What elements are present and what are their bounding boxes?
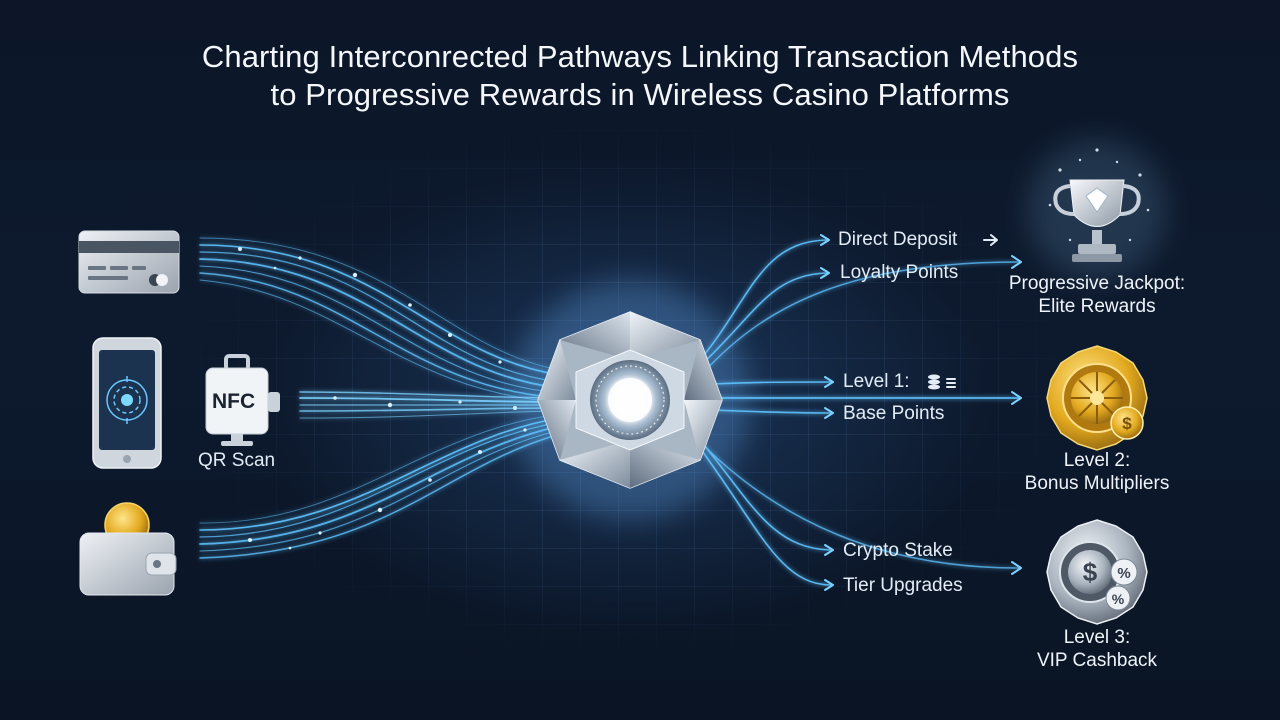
crypto-wallet-icon <box>79 502 177 596</box>
wallet-flow-bundle <box>199 413 561 559</box>
title-line-1: Charting Interconrected Pathways Linking… <box>201 39 1079 74</box>
jackpot-title: Progressive Jackpot: <box>1008 273 1186 294</box>
silver-badge-icon: $ % % <box>1046 519 1148 625</box>
svg-text:%: % <box>1112 591 1125 607</box>
reward-level-3: Level 3: VIP Cashback <box>977 626 1217 672</box>
qr-scan-label: QR Scan <box>198 450 276 471</box>
pathway-loyalty-points: Loyalty Points <box>840 262 959 283</box>
jackpot-subtitle: Elite Rewards <box>1038 296 1156 317</box>
coin-stack-icon <box>928 374 956 390</box>
page-title: Charting Interconrected Pathways Linking… <box>0 38 1280 114</box>
trophy-icon <box>1027 140 1167 280</box>
pathway-direct-deposit: Direct Deposit <box>838 229 958 250</box>
reward-level-2: Level 2: Bonus Multipliers <box>977 449 1217 495</box>
gold-badge-icon: $ <box>1046 345 1148 451</box>
svg-text:%: % <box>1117 565 1130 582</box>
level-3-subtitle: VIP Cashback <box>1036 650 1158 671</box>
right-flow-bundle <box>699 239 1019 586</box>
flow-sparkles <box>238 247 527 550</box>
level-2-title: Level 2: <box>1063 450 1131 471</box>
pathway-base-points: Base Points <box>843 403 945 424</box>
svg-text:$: $ <box>1122 414 1132 433</box>
nfc-flow-bundle <box>299 391 561 419</box>
nfc-reader-icon <box>205 354 280 446</box>
level-3-title: Level 3: <box>1063 627 1131 648</box>
card-flow-bundle <box>199 237 561 403</box>
smartphone-icon <box>92 337 162 469</box>
pathway-level-1: Level 1: <box>843 371 910 392</box>
arrowheads <box>820 234 1022 591</box>
pathway-crypto-stake: Crypto Stake <box>843 540 953 561</box>
pathway-tier-upgrades: Tier Upgrades <box>843 575 963 596</box>
diamond-hub-icon <box>537 311 723 489</box>
level-2-subtitle: Bonus Multipliers <box>1024 473 1170 494</box>
svg-text:$: $ <box>1083 557 1098 587</box>
direct-deposit-arrow-icon <box>983 234 998 246</box>
reward-progressive-jackpot: Progressive Jackpot: Elite Rewards <box>977 272 1217 318</box>
nfc-label: NFC <box>212 390 256 413</box>
title-line-2: to Progressive Rewards in Wireless Casin… <box>270 77 1010 112</box>
credit-card-icon <box>78 230 180 294</box>
